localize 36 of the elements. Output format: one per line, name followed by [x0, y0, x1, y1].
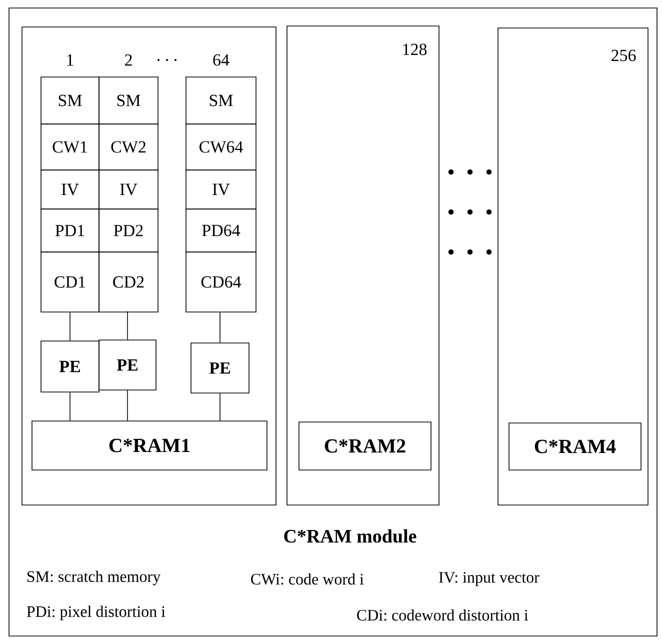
- connector-line: [127, 390, 128, 421]
- ram-block: C*RAM4: [508, 422, 642, 470]
- ellipsis-text: . . .: [158, 59, 177, 61]
- processing-element: PE: [40, 340, 100, 392]
- chip-panel: [22, 26, 276, 506]
- connector-line: [127, 311, 128, 340]
- memory-cell: PD1: [40, 208, 100, 252]
- ram-block: C*RAM1: [32, 420, 268, 470]
- memory-cell: PD64: [186, 208, 256, 252]
- column-number: 128: [403, 44, 427, 56]
- processing-element: PE: [190, 342, 250, 394]
- module-title: C*RAM module: [284, 529, 416, 543]
- memory-cell: CW2: [98, 124, 158, 170]
- memory-cell: PD2: [98, 208, 158, 252]
- memory-cell: IV: [98, 170, 158, 210]
- memory-cell: CW64: [186, 124, 256, 170]
- memory-cell: CD1: [40, 252, 100, 312]
- column-number: 1: [67, 54, 74, 66]
- memory-cell: CW1: [40, 124, 100, 170]
- column-number: 256: [612, 50, 636, 62]
- memory-cell: SM: [40, 76, 100, 124]
- abbreviation-note: CDi: codeword distortion i: [357, 609, 528, 621]
- memory-cell: SM: [186, 76, 256, 124]
- abbreviation-note: PDi: pixel distortion i: [26, 606, 166, 620]
- memory-cell: IV: [40, 170, 100, 210]
- abbreviation-note: IV: input vector: [438, 572, 540, 586]
- processing-element: PE: [98, 340, 156, 390]
- memory-cell: SM: [98, 76, 158, 124]
- memory-cell: IV: [186, 170, 256, 210]
- abbreviation-note: SM: scratch memory: [27, 570, 161, 586]
- abbreviation-note: CWi: code word i: [251, 573, 364, 585]
- column-number: 2: [125, 54, 132, 66]
- memory-cell: CD2: [98, 252, 158, 312]
- column-number: 64: [213, 54, 230, 66]
- ram-block: C*RAM2: [298, 422, 432, 470]
- memory-cell: CD64: [186, 252, 256, 312]
